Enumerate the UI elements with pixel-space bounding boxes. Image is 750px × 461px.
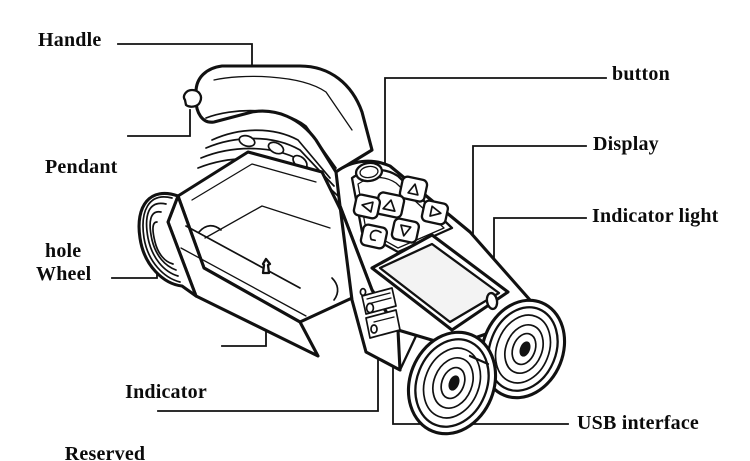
control-head: [334, 159, 532, 372]
wheel-left: [137, 191, 198, 298]
label-handle: Handle: [38, 29, 102, 51]
label-pendant-hole: Pendant hole: [45, 97, 118, 321]
power-button: [354, 161, 384, 183]
key-right: [420, 199, 450, 226]
wheel-rear-right: [479, 298, 567, 400]
label-button: button: [612, 63, 670, 85]
label-display: Display: [593, 133, 659, 155]
indicator-arrow-marker: [261, 257, 272, 275]
leader-button: [384, 77, 607, 166]
handle-part: [182, 64, 374, 174]
label-reserved-port: Reserved port: [50, 384, 160, 461]
usb-port-opening: [370, 324, 378, 334]
key-down: [390, 217, 421, 244]
reserved-port-opening: [365, 302, 375, 314]
port-panel: [359, 287, 401, 339]
keypad-buttons: [352, 175, 450, 250]
label-wheel: Wheel: [36, 263, 92, 285]
leader-display: [472, 145, 587, 259]
label-pendant-hole-line2: hole: [45, 240, 82, 262]
device-body: [166, 150, 380, 358]
label-indicator-light: Indicator light: [592, 205, 719, 227]
display-screen: [370, 233, 510, 332]
indicator-light-led: [485, 291, 499, 311]
label-indicator-arrow-line1: Indicator: [125, 381, 207, 403]
label-reserved-port-line1: Reserved: [64, 443, 146, 461]
label-usb-interface: USB interface: [577, 412, 700, 434]
key-left: [352, 193, 382, 220]
device-illustration: [137, 64, 567, 436]
pendant-hole-shape: [182, 88, 203, 108]
leader-pendant-hole: [127, 109, 191, 137]
key-back: [359, 223, 389, 250]
key-up: [398, 175, 429, 203]
label-pendant-hole-line1: Pendant: [45, 156, 118, 178]
label-indicator-arrow: Indicator arrow: [110, 322, 222, 461]
